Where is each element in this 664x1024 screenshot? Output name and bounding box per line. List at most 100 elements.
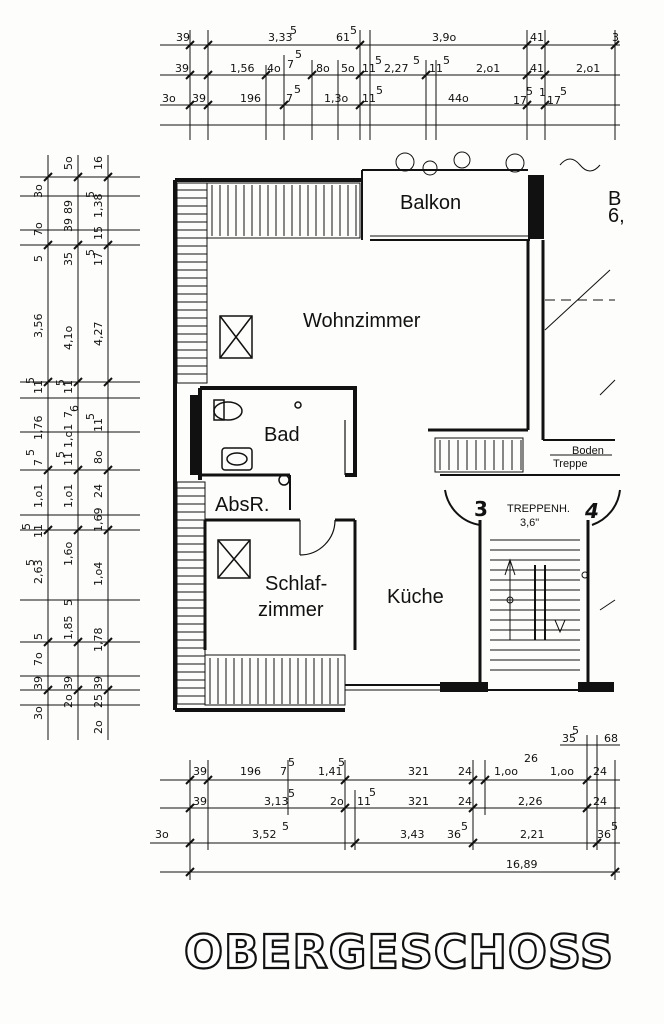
dim-left-1p: 7o [32,652,45,666]
dim-bot-1b: 196 [240,765,261,778]
dim-top-3i: 44o [448,92,469,105]
dim-left-3q: 2o [92,720,105,734]
dim-left-1i: 5 [24,449,37,456]
dim-top-3e: 5 [294,83,301,96]
dim-bot-1c: 7 [280,765,287,778]
dim-left-1f: 5 [24,377,37,384]
dim-bot-0a: 35 [562,732,576,745]
dim-left-3a: 16 [92,156,105,170]
dim-left-3l: 1,69 [92,508,105,533]
top-dimension-labels: 39 3,33 5 61 5 3,9o 41 3 39 1,56 4o 7 5 … [162,24,619,107]
dim-top-1g: 41 [530,31,544,44]
dim-bot-1a: 39 [193,765,207,778]
balcony-planters [395,151,601,176]
dim-top-2p: 2,o1 [576,62,600,75]
dim-left-1a: 3o [32,184,45,198]
dim-bot-1h: 24 [458,765,472,778]
dim-top-1c: 5 [290,24,297,37]
dim-left-3i: 5 [84,413,97,420]
dim-top-3d: 7 [286,92,293,105]
dim-top-2b: 1,56 [230,62,255,75]
neighbour-unit [544,269,616,611]
dim-top-2m: 5 [443,54,450,67]
dim-top-2o: 41 [530,62,544,75]
dim-top-3k: 5 [526,85,533,98]
dim-top-1a: 39 [176,31,190,44]
dim-left-3m: 1,o4 [92,562,105,586]
left-dimensions [20,155,140,740]
bottom-dimension-labels: 35 5 68 39 196 7 5 1,41 5 321 24 1,oo 26… [155,724,618,871]
room-label-balkon: Balkon [400,192,461,214]
dim-left-1q: 39 [32,676,45,690]
walls [173,169,615,712]
dim-left-1e: 11 [32,380,45,394]
dim-left-2a: 5o [62,156,75,170]
dim-left-x2: 6 [68,405,81,412]
dim-top-3f: 1,3o [324,92,348,105]
room-label-balkon-right: B [608,188,621,210]
plan-title: OBERGESCHOSS [184,925,614,979]
dim-top-3m: 17 [547,94,561,107]
dim-left-2g: 4,1o [62,326,75,350]
dim-left-2j: 5 [54,451,67,458]
dim-top-3c: 196 [240,92,261,105]
label-boden: Boden [572,445,604,457]
dim-top-2h: 11 [362,62,376,75]
dim-bot-2b: 3,13 [264,795,289,808]
dim-top-3j: 17 [513,94,527,107]
dim-left-1h: 7 [32,459,45,466]
dim-bot-2d: 2o [330,795,344,808]
dim-bot-1j: 26 [524,752,538,765]
dim-bot-2j: 24 [593,795,607,808]
dim-bot-total: 16,89 [506,858,538,871]
dim-left-3e: 17 [92,252,105,266]
dim-left-2m: 5 [62,599,75,606]
dim-bot-1e: 1,41 [318,765,343,778]
dim-left-x1: 7 [62,411,75,418]
dim-left-3d: 15 [92,226,105,240]
dim-left-1k: 11 [32,524,45,538]
dim-top-2e: 5 [295,48,302,61]
dim-top-3l: 1 [539,86,546,99]
dim-top-2i: 5 [375,54,382,67]
stair-number-right: 4 [584,499,599,523]
dim-bot-3d: 3,43 [400,828,425,841]
dim-bot-2i: 2,26 [518,795,543,808]
dim-left-2h: 1,o1 [62,424,75,448]
dim-bot-1i: 1,oo [494,765,518,778]
dim-left-1m: 2,63 [32,560,45,585]
dim-top-3n: 5 [560,85,567,98]
dim-top-3a: 3o [162,92,176,105]
bottom-dimensions [150,735,620,880]
dim-left-2l: 1,6o [62,542,75,566]
dim-left-1n: 5 [24,559,37,566]
dim-left-2k: 1,o1 [62,484,75,508]
dim-top-2d: 7 [287,58,294,71]
dim-bot-3h: 36 [597,828,611,841]
dim-left-2d: 35 [62,252,75,266]
top-dimensions [160,30,620,140]
dim-left-3g: 4,27 [92,322,105,347]
dim-bot-2a: 39 [193,795,207,808]
dim-left-3h: 11 [92,418,105,432]
dim-left-2c: 39 [62,218,75,232]
dim-left-3f: 5 [84,249,97,256]
room-label-wohnzimmer: Wohnzimmer [303,310,421,332]
label-treppe: Treppe [553,458,587,470]
dim-left-3n: 1,78 [92,628,105,653]
dim-top-2l: 11 [429,62,443,75]
dim-top-1f: 3,9o [432,31,456,44]
room-label-absr: AbsR. [215,494,269,516]
dim-bot-0b: 5 [572,724,579,737]
dim-left-1b: 7o [32,222,45,236]
stair-height: 3,6" [520,517,539,529]
dim-left-1g: 1,76 [32,416,45,441]
left-dimension-labels: 3o 7o 5 3,56 11 5 1,76 7 5 1,o1 11 5 2,6… [20,156,105,734]
dim-left-3j: 8o [92,450,105,464]
dim-left-2o: 39 [62,676,75,690]
dim-top-2j: 2,27 [384,62,409,75]
dim-bot-2h: 24 [458,795,472,808]
dim-top-1h: 3 [612,31,619,44]
